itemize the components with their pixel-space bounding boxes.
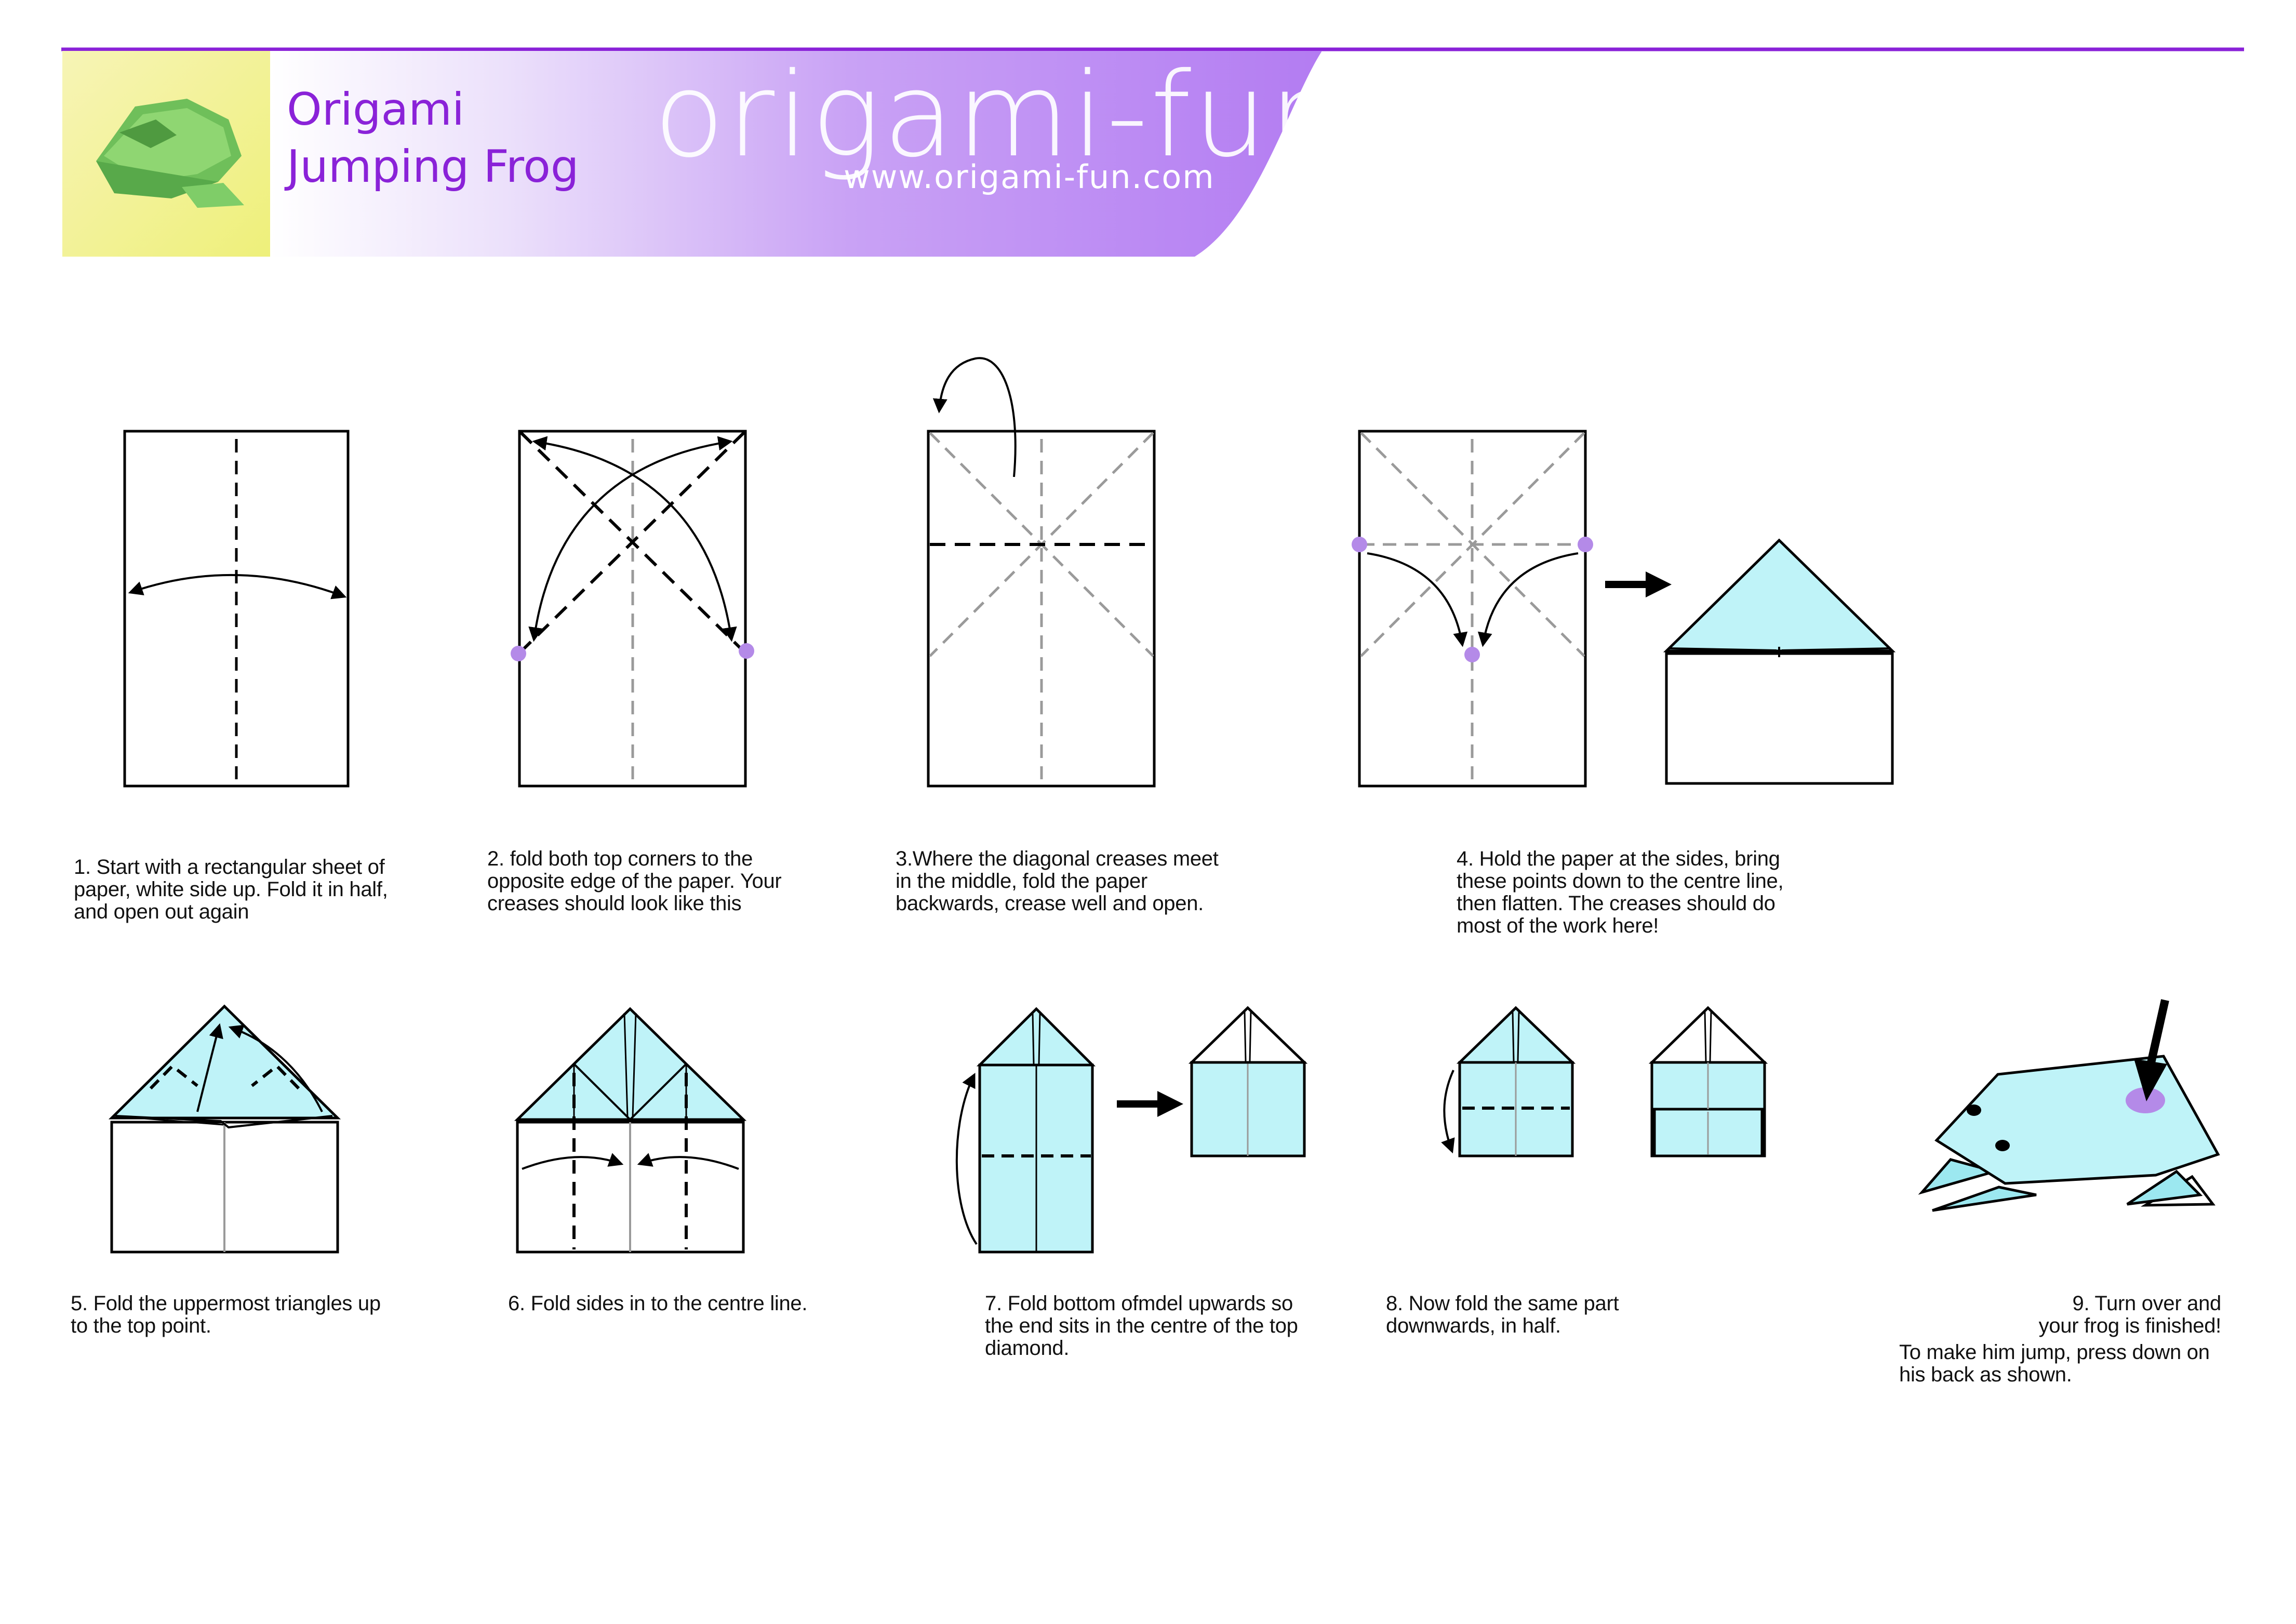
step-8-caption: 8. Now fold the same part downwards, in … — [1386, 1293, 1760, 1337]
fold-point-marker — [511, 646, 526, 661]
step-7-caption: 7. Fold bottom ofmdel upwards so the end… — [985, 1293, 1359, 1360]
step-6-diagram — [517, 1009, 743, 1252]
step-7-diagram — [957, 1008, 1304, 1252]
step-2-diagram — [511, 431, 754, 786]
frog-photo — [62, 51, 270, 257]
step-9-diagram — [1922, 1000, 2218, 1210]
step-6-caption: 6. Fold sides in to the centre line. — [508, 1293, 882, 1315]
step-1-diagram — [125, 431, 348, 786]
frog-eye — [1967, 1104, 1981, 1116]
step-5-diagram — [112, 1006, 338, 1252]
next-arrow-icon — [1646, 571, 1672, 597]
step-3-caption: 3.Where the diagonal creases meet in the… — [896, 848, 1270, 915]
site-logo: origami-fun — [653, 57, 1345, 174]
page-title-line1: Origami — [287, 87, 464, 132]
page-title-line2: Jumping Frog — [287, 144, 579, 189]
step-8-diagram — [1444, 1008, 1765, 1156]
step-4-caption: 4. Hold the paper at the sides, bring th… — [1457, 848, 1831, 937]
next-arrow-icon — [1157, 1091, 1183, 1117]
step-4-diagram — [1352, 431, 1892, 786]
fold-point-marker — [1352, 537, 1367, 552]
step-2-caption: 2. fold both top corners to the opposite… — [487, 848, 861, 915]
step-9-caption: 9. Turn over and your frog is finished! … — [1899, 1293, 2263, 1386]
frog-eye — [1995, 1140, 2010, 1151]
fold-point-marker — [739, 643, 754, 659]
step-1-caption: 1. Start with a rectangular sheet of pap… — [74, 856, 448, 923]
step-3-diagram — [928, 358, 1154, 786]
site-url-link[interactable]: www.origami-fun.com — [844, 161, 1215, 193]
step-5-caption: 5. Fold the uppermost triangles up to th… — [71, 1293, 445, 1337]
fold-point-marker — [1578, 537, 1593, 552]
fold-point-marker — [1464, 647, 1480, 662]
